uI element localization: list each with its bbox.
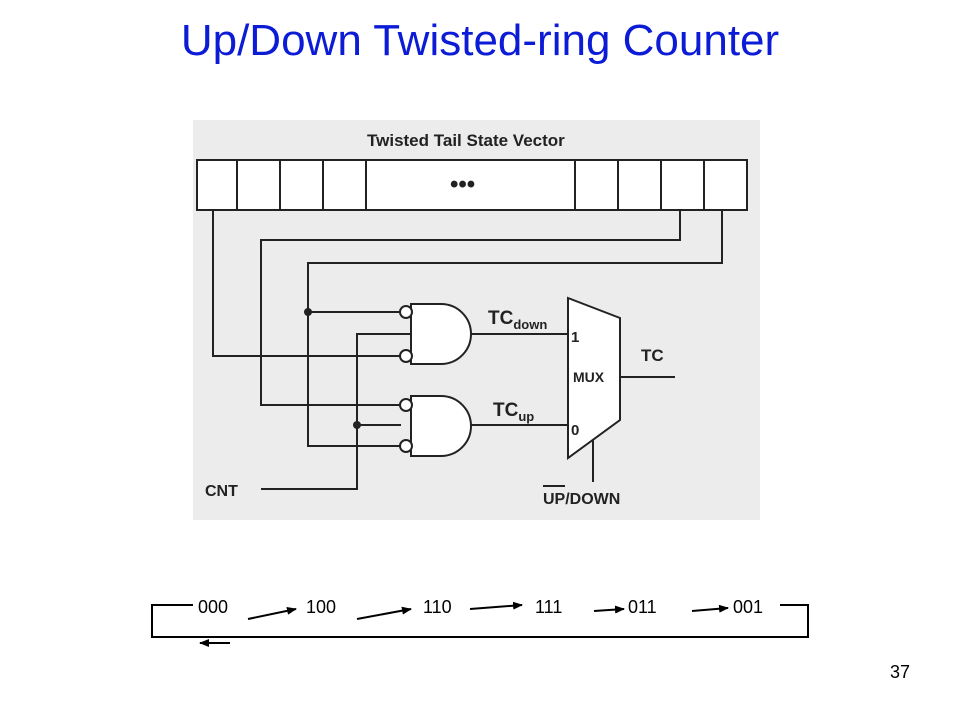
state-label: 100	[306, 597, 336, 617]
tc-down-label: TCdown	[488, 308, 547, 332]
wiring	[212, 210, 723, 490]
mux-input-1-label: 1	[571, 329, 579, 346]
state-label: 000	[198, 597, 228, 617]
counter-diagram: Twisted Tail State Vector •••	[193, 120, 760, 520]
state-label: 110	[423, 597, 452, 617]
state-vector-label: Twisted Tail State Vector	[367, 131, 565, 150]
and-gate-tc-down	[399, 303, 472, 365]
transition-arrow	[247, 606, 297, 620]
transition-arrow	[356, 606, 412, 620]
mux-block	[567, 296, 621, 460]
inverter-bubble	[399, 305, 413, 319]
return-loop-line	[151, 604, 809, 638]
tc-up-label: TCup	[493, 400, 534, 424]
state-label: 011	[628, 597, 657, 617]
state-label: 001	[733, 597, 763, 617]
mux-label: MUX	[573, 369, 605, 385]
updown-label: UP/DOWN	[543, 491, 620, 508]
tc-output-label: TC	[641, 346, 664, 365]
junction-dot	[304, 308, 312, 316]
register-ellipsis: •••	[450, 171, 475, 198]
register-outline	[196, 159, 748, 211]
mux-input-0-label: 0	[571, 422, 579, 439]
and-gate-tc-up	[399, 395, 472, 457]
page-number: 37	[889, 662, 910, 682]
state-vector-register	[196, 159, 748, 211]
inverter-bubble	[399, 349, 413, 363]
inverter-bubble	[399, 439, 413, 453]
junction-dot	[353, 421, 361, 429]
transition-arrow	[691, 604, 729, 613]
transition-arrow	[469, 601, 523, 610]
transition-arrow	[593, 605, 625, 614]
state-label: 111	[535, 597, 562, 617]
slide-title: Up/Down Twisted-ring Counter	[180, 16, 780, 65]
inverter-bubble	[399, 398, 413, 412]
cnt-label: CNT	[205, 483, 238, 500]
